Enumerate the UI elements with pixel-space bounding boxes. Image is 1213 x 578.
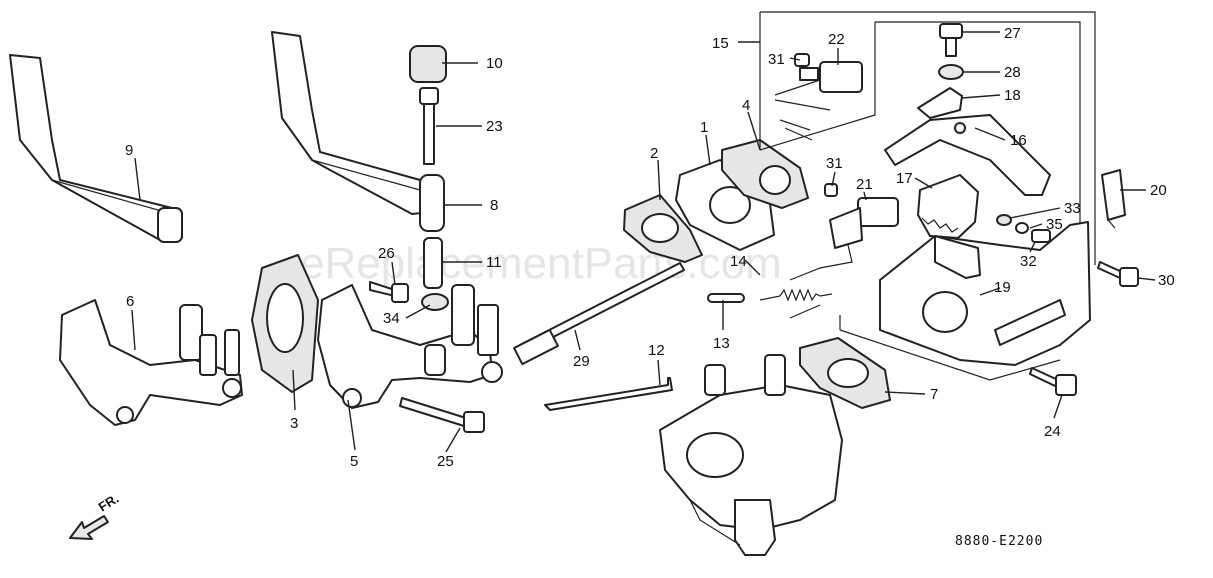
part-16-lever-plate[interactable] — [884, 114, 1051, 196]
callout-34: 34 — [383, 310, 400, 327]
part-13-pin[interactable] — [707, 293, 745, 303]
part-12-link-rod[interactable] — [544, 377, 673, 411]
callout-18: 18 — [1004, 87, 1021, 104]
diagram-code: 8880-E2200 — [955, 534, 1043, 549]
watermark-text: eReplacementParts.com — [300, 239, 782, 288]
part-11-pin[interactable] — [423, 237, 443, 289]
assembly-outline — [759, 11, 1096, 381]
part-10-collar[interactable] — [409, 45, 447, 83]
part-1-insulator-block[interactable] — [675, 159, 775, 251]
callout-4: 4 — [742, 97, 750, 114]
part-20-clip[interactable] — [1101, 169, 1126, 229]
callout-16: 16 — [1010, 132, 1027, 149]
front-arrow-icon — [69, 515, 109, 540]
callout-30: 30 — [1158, 272, 1175, 289]
callout-31-lower: 31 — [826, 155, 843, 172]
part-33-washer[interactable] — [996, 214, 1012, 226]
callout-35: 35 — [1046, 216, 1063, 233]
part-8-spacer[interactable] — [419, 174, 445, 232]
callout-13: 13 — [713, 335, 730, 352]
part-23-bolt[interactable] — [419, 87, 439, 165]
callout-6: 6 — [126, 293, 134, 310]
callout-5: 5 — [350, 453, 358, 470]
callout-25: 25 — [437, 453, 454, 470]
callout-14: 14 — [730, 253, 747, 270]
callout-10: 10 — [486, 55, 503, 72]
callout-31-upper: 31 — [768, 51, 785, 68]
part-31-screw-lower[interactable] — [824, 183, 838, 197]
callout-28: 28 — [1004, 64, 1021, 81]
part-32-bolt[interactable] — [1031, 229, 1051, 243]
callout-12: 12 — [648, 342, 665, 359]
callout-1: 1 — [700, 119, 708, 136]
part-29-rod[interactable] — [513, 262, 685, 366]
part-26-bolt[interactable] — [369, 281, 409, 303]
callout-24: 24 — [1044, 423, 1061, 440]
part-9-heat-shield-alt — [271, 31, 433, 215]
part-2-gasket[interactable] — [623, 194, 703, 263]
callout-19: 19 — [994, 279, 1011, 296]
callout-2: 2 — [650, 145, 658, 162]
part-3-gasket[interactable] — [251, 254, 319, 393]
part-31-screw-upper[interactable] — [794, 53, 810, 67]
part-7-gasket[interactable] — [799, 337, 891, 409]
part-28-washer[interactable] — [938, 64, 964, 80]
callout-22: 22 — [828, 31, 845, 48]
callout-23: 23 — [486, 118, 503, 135]
part-30-bolt[interactable] — [1097, 261, 1139, 287]
part-22-solenoid[interactable] — [774, 61, 863, 141]
part-25-bolt[interactable] — [399, 397, 485, 433]
callout-7: 7 — [930, 386, 938, 403]
part-14-spring[interactable] — [759, 288, 833, 319]
callout-labels: 9 6 3 5 10 23 8 11 26 34 25 29 2 1 4 15 … — [125, 25, 1175, 470]
part-27-bolt[interactable] — [939, 23, 963, 57]
front-label: FR. — [96, 491, 122, 515]
callout-8: 8 — [490, 197, 498, 214]
part-6-insulator[interactable] — [59, 299, 243, 426]
callout-20: 20 — [1150, 182, 1167, 199]
part-18-cam[interactable] — [917, 87, 963, 119]
carburetor-assembly[interactable] — [659, 354, 843, 556]
part-4-gasket[interactable] — [721, 139, 809, 209]
callout-17: 17 — [896, 170, 913, 187]
callout-15: 15 — [712, 35, 729, 52]
part-35-washer[interactable] — [1015, 222, 1029, 234]
part-17-gear[interactable] — [917, 174, 979, 239]
callout-27: 27 — [1004, 25, 1021, 42]
callout-21: 21 — [856, 176, 873, 193]
part-9-heat-shield[interactable] — [9, 54, 183, 243]
callout-33: 33 — [1064, 200, 1081, 217]
callout-29: 29 — [573, 353, 590, 370]
callout-9: 9 — [125, 142, 133, 159]
part-5-insulator[interactable] — [317, 284, 503, 409]
part-24-bolt[interactable] — [1029, 367, 1077, 396]
part-21-solenoid[interactable] — [789, 197, 899, 281]
callout-26: 26 — [378, 245, 395, 262]
front-direction-indicator: FR. — [69, 491, 122, 540]
callout-11: 11 — [486, 254, 502, 271]
leader-lines — [131, 31, 1156, 453]
callout-32: 32 — [1020, 253, 1037, 270]
callout-3: 3 — [290, 415, 298, 432]
